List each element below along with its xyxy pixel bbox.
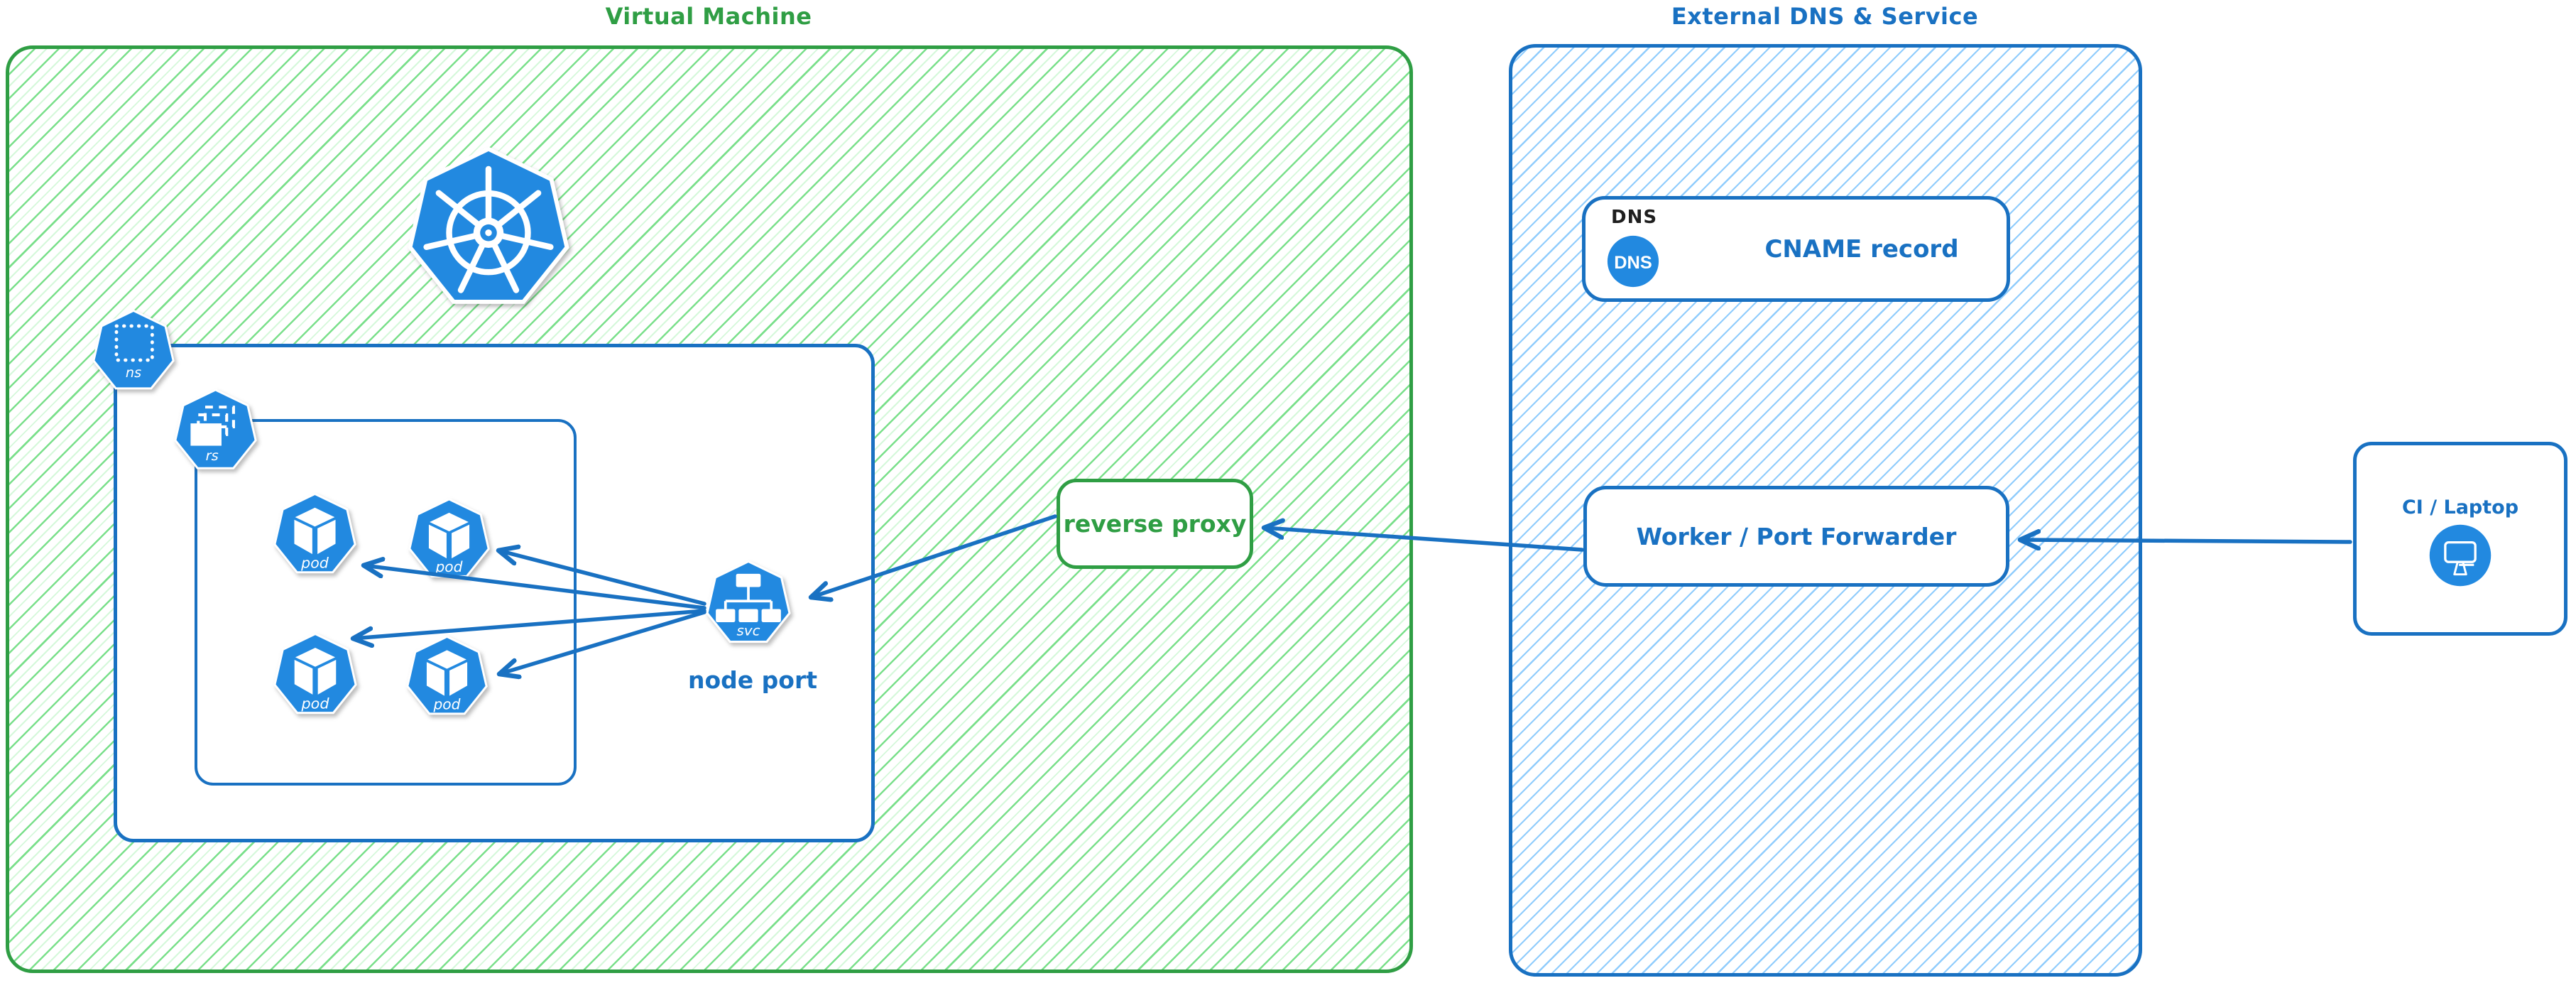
cname-record-label: CNAME record xyxy=(1764,234,1959,264)
kubernetes-icon xyxy=(408,146,569,304)
node-port-label: node port xyxy=(688,666,817,694)
pod-icon-2: pod xyxy=(408,498,490,577)
replicaset-icon: rs xyxy=(174,389,257,469)
worker-label: Worker / Port Forwarder xyxy=(1636,522,1957,550)
monitor-icon xyxy=(2429,524,2492,587)
pod-icon-3: pod xyxy=(273,632,357,715)
namespace-badge-label: ns xyxy=(126,364,141,381)
external-title: External DNS & Service xyxy=(1671,3,1979,30)
dns-tag: DNS xyxy=(1611,207,1658,228)
worker-box: Worker / Port Forwarder xyxy=(1583,486,2009,587)
ci-laptop-label: CI / Laptop xyxy=(2401,496,2519,518)
pod-label: pod xyxy=(435,558,462,575)
replicaset-badge-label: rs xyxy=(206,447,219,464)
pod-label: pod xyxy=(300,695,329,712)
dns-card: DNS DNS CNAME record xyxy=(1582,196,2010,302)
pod-label: pod xyxy=(300,554,329,571)
pod-label: pod xyxy=(432,696,460,713)
dns-icon: DNS xyxy=(1607,235,1659,288)
pod-icon-1: pod xyxy=(273,492,356,574)
dns-badge-label: DNS xyxy=(1614,253,1652,273)
namespace-icon: ns xyxy=(92,309,175,390)
ci-laptop-box: CI / Laptop xyxy=(2353,442,2567,636)
reverse-proxy-label: reverse proxy xyxy=(1063,510,1247,538)
service-badge-label: svc xyxy=(737,623,760,639)
vm-title: Virtual Machine xyxy=(605,3,812,30)
reverse-proxy-box: reverse proxy xyxy=(1057,479,1253,569)
service-icon: svc xyxy=(706,560,791,643)
pod-icon-4: pod xyxy=(406,635,488,715)
